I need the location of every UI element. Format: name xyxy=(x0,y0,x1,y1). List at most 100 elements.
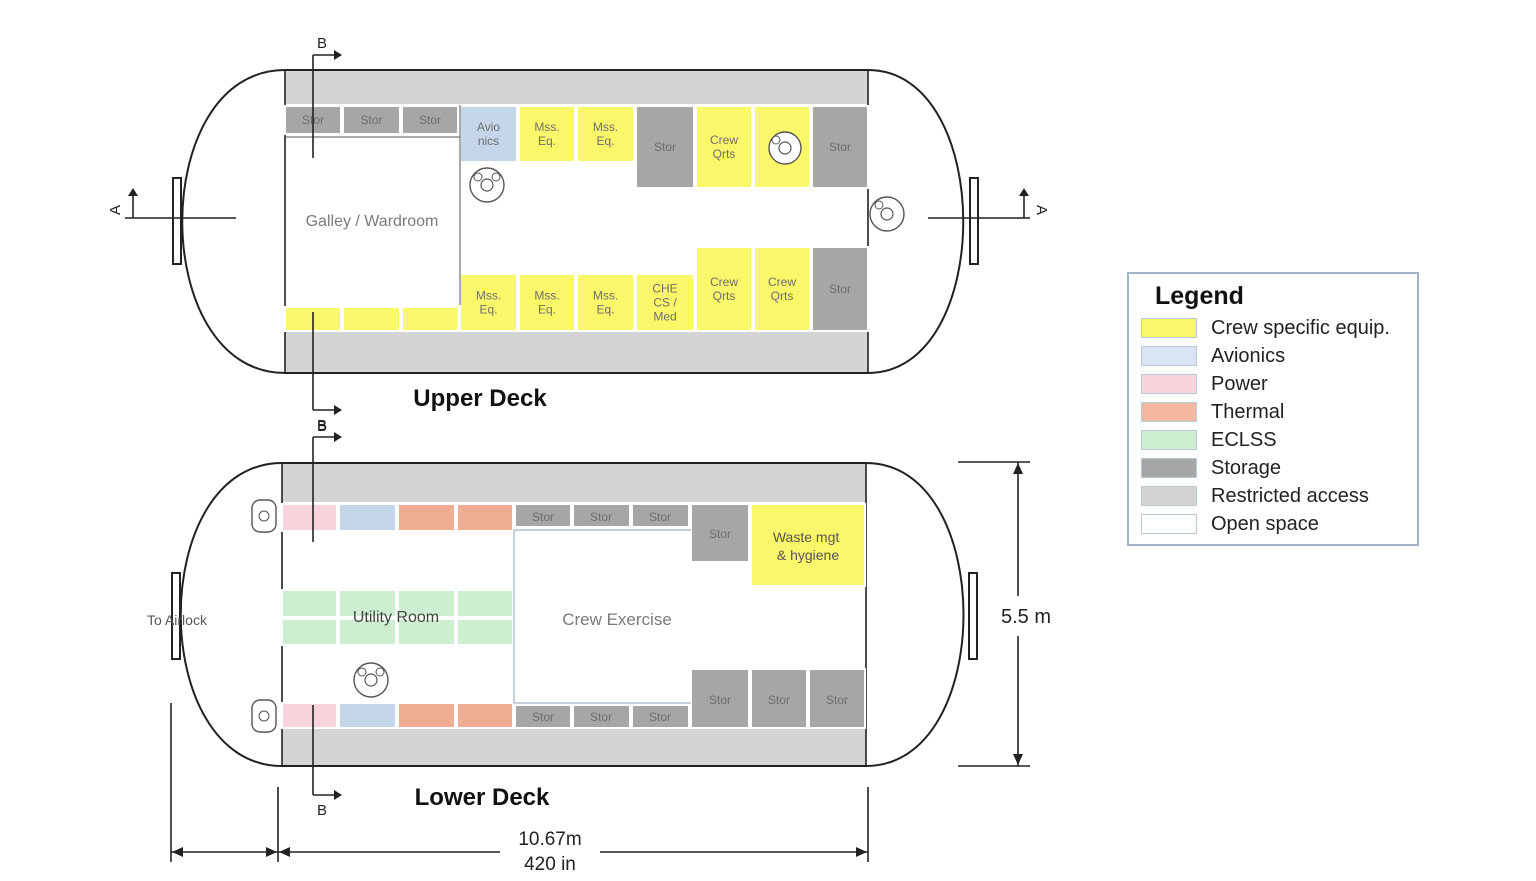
legend-swatch xyxy=(1141,430,1197,450)
legend-label: Avionics xyxy=(1211,344,1286,367)
legend-swatch xyxy=(1141,374,1197,394)
svg-text:Stor: Stor xyxy=(649,710,671,724)
lower-hatch-right xyxy=(968,572,978,660)
thermal-cell xyxy=(397,702,456,729)
crew-exercise-label: Crew Exercise xyxy=(562,610,672,629)
section-b-lower-top: B xyxy=(312,417,342,542)
crew-cell xyxy=(753,246,811,332)
power-cell xyxy=(281,503,338,532)
storage-cell xyxy=(811,246,869,332)
lower-restricted-top xyxy=(282,464,866,502)
crew-cell xyxy=(695,105,753,189)
height-dimension: 5.5 m xyxy=(958,461,1051,767)
storage-cell xyxy=(572,503,631,528)
svg-text:A: A xyxy=(1033,205,1050,215)
legend-swatch xyxy=(1141,402,1197,422)
storage-cell xyxy=(572,704,631,729)
crew-cell xyxy=(695,246,753,332)
section-a-left: A xyxy=(107,188,236,219)
crew-cell-label: Mss.Eq. xyxy=(534,120,559,148)
legend-item: Storage xyxy=(1141,456,1281,480)
storage-cell xyxy=(635,105,695,189)
storage-cell xyxy=(401,105,459,135)
svg-text:B: B xyxy=(317,802,327,819)
section-a-right: A xyxy=(928,188,1050,219)
crew-cell xyxy=(518,105,576,163)
length-meters-label: 10.67m xyxy=(518,829,581,850)
crew-cell xyxy=(459,273,518,332)
svg-text:B: B xyxy=(317,35,327,52)
legend-title: Legend xyxy=(1155,282,1244,310)
avionics-cell xyxy=(338,702,397,729)
storage-cell xyxy=(808,668,866,729)
legend-swatch xyxy=(1141,318,1197,338)
upper-deck-title: Upper Deck xyxy=(413,385,547,412)
galley-wardroom-label: Galley / Wardroom xyxy=(306,213,439,230)
storage-cell-label: Stor xyxy=(654,140,676,154)
length-dimension: 10.67m 420 in xyxy=(170,703,869,875)
lower-deck-title: Lower Deck xyxy=(415,784,550,811)
height-label: 5.5 m xyxy=(1001,606,1051,628)
avionics-cell xyxy=(459,105,518,163)
upper-hatch-left xyxy=(172,177,182,265)
thermal-cell xyxy=(456,503,514,532)
crew-cell xyxy=(401,306,459,332)
crew-cell-label: Mss.Eq. xyxy=(534,289,559,317)
legend-item: Avionics xyxy=(1141,344,1285,368)
storage-cell xyxy=(514,704,572,729)
crew-cell xyxy=(342,306,401,332)
legend-label: Restricted access xyxy=(1211,484,1369,507)
storage-cell xyxy=(631,503,690,528)
upper-restricted-bottom xyxy=(285,332,868,372)
legend-label: Storage xyxy=(1211,456,1282,479)
crew-cell-label: Mss.Eq. xyxy=(593,120,618,148)
avionics-cell xyxy=(338,503,397,532)
crew-figure-icon xyxy=(353,662,389,698)
legend-item: Restricted access xyxy=(1141,484,1369,508)
legend-item: Power xyxy=(1141,372,1268,396)
section-b-upper-top: B xyxy=(312,35,342,158)
crew-cell xyxy=(635,273,695,332)
legend-swatch xyxy=(1141,486,1197,506)
waste-hygiene-label: Waste mgt & hygiene xyxy=(773,529,843,563)
thermal-cell xyxy=(456,702,514,729)
storage-cell-label: Stor xyxy=(360,113,382,127)
storage-cell xyxy=(690,503,750,563)
utility-room: Utility Room xyxy=(281,589,514,646)
legend-label: Crew specific equip. xyxy=(1211,316,1390,339)
storage-cell xyxy=(342,105,401,135)
length-inches-label: 420 in xyxy=(524,854,576,875)
storage-cell-label: Stor xyxy=(419,113,441,127)
svg-text:Stor: Stor xyxy=(532,510,554,524)
storage-cell xyxy=(811,105,869,189)
hatch-mechanism-icon xyxy=(251,699,277,733)
crew-figure-icon xyxy=(869,196,905,232)
svg-text:A: A xyxy=(107,205,124,215)
crew-cell xyxy=(518,273,576,332)
legend-item: Thermal xyxy=(1141,400,1284,424)
section-b-lower-bottom: B xyxy=(312,705,342,819)
svg-text:Stor: Stor xyxy=(709,693,731,707)
svg-text:B: B xyxy=(317,417,327,434)
crew-cell xyxy=(576,273,635,332)
crew-figure-icon xyxy=(469,167,505,203)
crew-cell xyxy=(576,105,635,163)
legend-item: Open space xyxy=(1141,512,1319,536)
legend-swatch xyxy=(1141,514,1197,534)
to-airlock-label: To Airlock xyxy=(147,612,208,628)
storage-cell-label: Stor xyxy=(829,140,851,154)
lower-deck: Stor Stor Stor Stor Waste mgt & hygiene … xyxy=(147,462,978,811)
legend-label: Power xyxy=(1211,372,1268,395)
upper-restricted-top xyxy=(285,71,868,104)
legend-item: Crew specific equip. xyxy=(1141,316,1390,340)
crew-cell-label: Mss.Eq. xyxy=(476,289,501,317)
storage-cell xyxy=(514,503,572,528)
svg-text:Stor: Stor xyxy=(532,710,554,724)
hatch-mechanism-icon xyxy=(251,499,277,533)
